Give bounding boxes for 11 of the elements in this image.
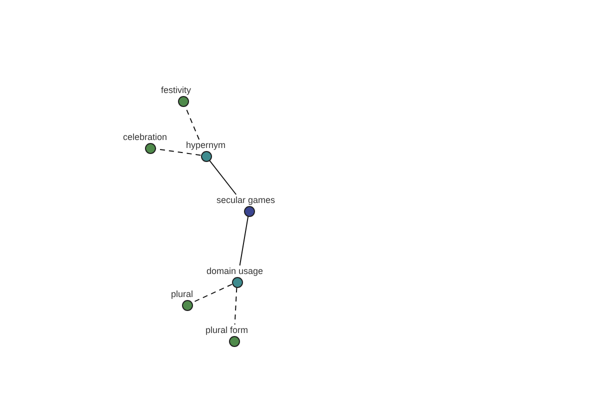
node-label: secular games: [216, 194, 276, 204]
connector-line: [239, 216, 249, 266]
node-label: plural form: [206, 324, 248, 334]
node-label: plural: [171, 288, 194, 298]
dashed-connector: [234, 287, 238, 325]
node-label: domain usage: [206, 266, 264, 276]
connector-line: [208, 160, 237, 195]
node-label: festivity: [161, 84, 192, 94]
node-label: celebration: [123, 132, 168, 142]
node-label: hypernym: [186, 140, 226, 150]
dashed-connector: [192, 284, 232, 304]
